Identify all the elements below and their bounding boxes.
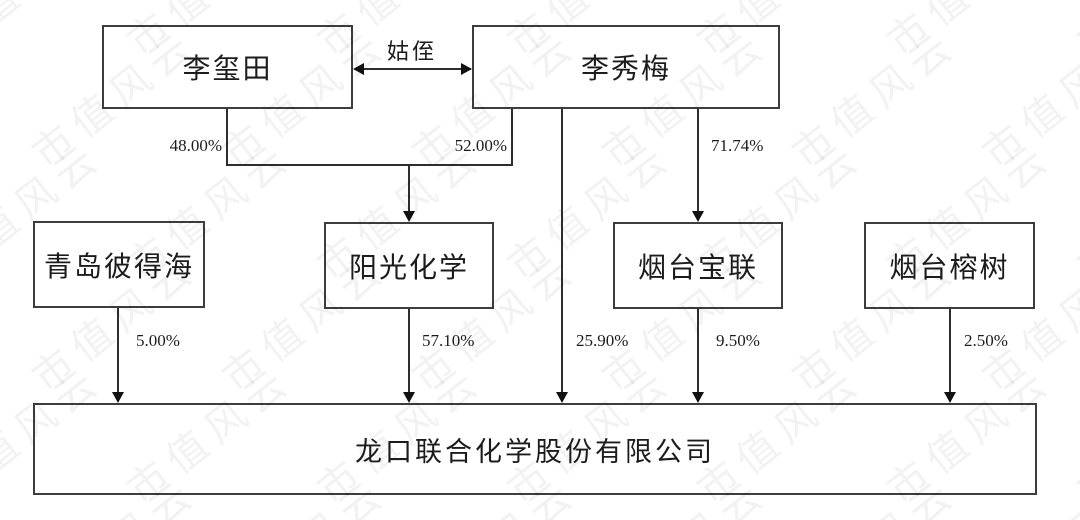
edge-rongshu-to-company (949, 309, 951, 394)
watermark-text: 市值风云 (873, 0, 1063, 67)
node-qingdao-bidehai: 青岛彼得海 (33, 221, 205, 308)
pct-yangguang-company: 57.10% (422, 331, 475, 350)
watermark-text: 市值风云 (0, 0, 113, 67)
node-li-xiumei: 李秀梅 (472, 25, 780, 109)
node-li-xiumei-label: 李秀梅 (580, 54, 671, 85)
watermark-text: 市值风云 (784, 20, 967, 177)
node-yantai-rongshu: 烟台榕树 (864, 222, 1035, 309)
relation-label: 姑侄 (386, 39, 437, 64)
pct-baolian-company: 9.50% (716, 331, 760, 350)
node-li-xitian-label: 李玺田 (182, 54, 273, 85)
arrowhead-yangguang-company-icon (403, 392, 415, 403)
relation-arrowhead-left-icon (353, 63, 364, 75)
relation-edge-line (355, 68, 471, 70)
edge-qingdao-to-company (117, 308, 119, 394)
edge-joint-to-yangguang (408, 164, 410, 214)
node-company-label: 龙口联合化学股份有限公司 (355, 436, 715, 467)
watermark-text: 市值风云 (1063, 0, 1080, 67)
edge-li-xiumei-drop (511, 109, 513, 166)
relation-arrowhead-right-icon (461, 63, 472, 75)
edge-joint-horizontal (226, 164, 513, 166)
edge-yangguang-to-company (408, 309, 410, 394)
edge-li-xiumei-to-baolian (697, 109, 699, 213)
arrowhead-rongshu-company-icon (944, 392, 956, 403)
edge-li-xiumei-to-company (561, 109, 563, 394)
node-yangguang: 阳光化学 (324, 222, 494, 309)
pct-li-xiumei-company: 25.90% (576, 331, 629, 350)
edge-baolian-to-company (697, 309, 699, 394)
arrowhead-qingdao-company-icon (112, 392, 124, 403)
pct-li-xiumei-baolian: 71.74% (711, 136, 764, 155)
watermark-text: 市值风云 (1069, 132, 1080, 289)
pct-rongshu-company: 2.50% (964, 331, 1008, 350)
arrowhead-xiumei-company-icon (556, 392, 568, 403)
node-qingdao-bidehai-label: 青岛彼得海 (43, 251, 194, 283)
pct-li-xitian-yangguang: 48.00% (169, 136, 222, 155)
node-li-xitian: 李玺田 (102, 25, 353, 109)
node-yantai-baolian-label: 烟台宝联 (637, 252, 758, 284)
watermark-text: 市值风云 (974, 20, 1080, 177)
pct-li-xiumei-yangguang: 52.00% (454, 136, 507, 155)
node-yantai-rongshu-label: 烟台榕树 (889, 252, 1010, 284)
arrowhead-to-yangguang-icon (403, 211, 415, 222)
pct-qingdao-company: 5.00% (136, 331, 180, 350)
node-company: 龙口联合化学股份有限公司 (33, 403, 1037, 495)
arrowhead-baolian-company-icon (692, 392, 704, 403)
arrowhead-to-baolian-icon (692, 211, 704, 222)
edge-li-xitian-drop (226, 109, 228, 166)
watermark-text: 市值风云 (1069, 356, 1080, 513)
node-yantai-baolian: 烟台宝联 (613, 222, 783, 309)
node-yangguang-label: 阳光化学 (348, 252, 469, 284)
